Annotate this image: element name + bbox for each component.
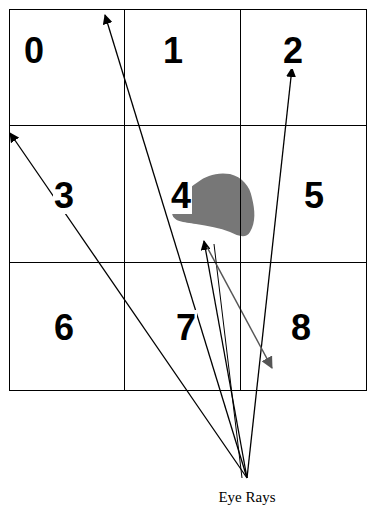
cell-number: 4	[170, 178, 192, 214]
cell-number: 2	[282, 33, 304, 69]
eye-ray	[105, 15, 247, 478]
cell-number: 0	[23, 33, 45, 69]
grid-cell: 6	[9, 262, 125, 391]
grid-cell: 2	[240, 9, 367, 126]
grid-cell: 8	[240, 262, 367, 391]
figure-label: Eye Rays	[218, 489, 275, 506]
cell-number: 8	[290, 310, 312, 346]
grid-cell: 3	[9, 125, 125, 263]
grid-cell: 7	[124, 262, 241, 391]
cell-number: 6	[53, 310, 75, 346]
cell-number: 7	[175, 310, 197, 346]
cell-number: 1	[162, 33, 184, 69]
grid-cell: 0	[9, 9, 125, 126]
grid-cell: 4	[124, 125, 241, 263]
grid-cell: 1	[124, 9, 241, 126]
cell-number: 5	[303, 178, 325, 214]
eye-ray	[247, 68, 292, 478]
cell-number: 3	[53, 178, 75, 214]
grid-cell: 5	[240, 125, 367, 263]
eye-ray	[10, 133, 247, 478]
eye-ray	[214, 244, 242, 478]
